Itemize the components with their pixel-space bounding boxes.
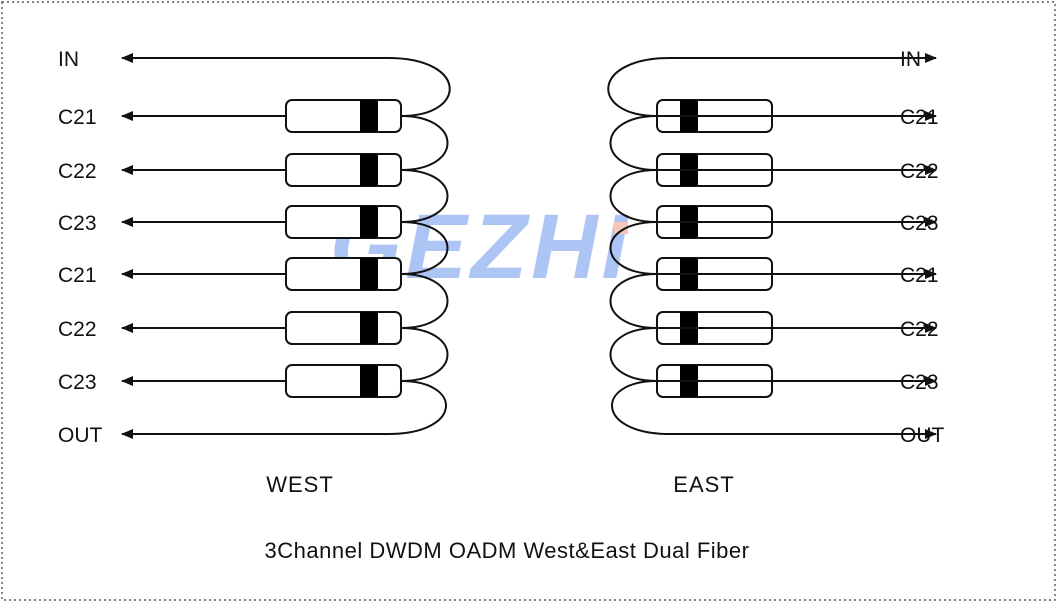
- west-filter-band-5: [360, 312, 378, 344]
- west-filter-5: [285, 311, 402, 345]
- west-filter-4: [285, 257, 402, 291]
- west-port-label-ch1: C21: [58, 106, 97, 129]
- diagram-caption: 3Channel DWDM OADM West&East Dual Fiber: [265, 538, 750, 563]
- west-in-curve: [387, 57, 451, 117]
- west-port-label-in: IN: [58, 48, 79, 71]
- west-port-label-ch2: C22: [58, 160, 97, 183]
- west-filter-1: [285, 99, 402, 133]
- west-filter-3: [285, 205, 402, 239]
- west-filter-band-3: [360, 206, 378, 238]
- watermark-accent: [614, 222, 628, 234]
- east-port-label-ch2: C22: [900, 160, 939, 183]
- west-port-label-ch5: C22: [58, 318, 97, 341]
- east-loop-5: [609, 327, 658, 382]
- west-filter-2: [285, 153, 402, 187]
- east-port-label-out: OUT: [900, 424, 945, 447]
- west-label: WEST: [266, 472, 334, 497]
- east-loop-2: [609, 169, 658, 223]
- east-label: EAST: [673, 472, 734, 497]
- west-out-curve: [387, 380, 447, 435]
- east-port-label-ch6: C23: [900, 371, 939, 394]
- west-filter-band-1: [360, 100, 378, 132]
- east-loop-1: [609, 115, 658, 171]
- east-out-curve: [611, 380, 671, 435]
- west-filter-band-4: [360, 258, 378, 290]
- east-port-label-ch5: C22: [900, 318, 939, 341]
- east-in-curve: [607, 57, 671, 117]
- west-port-label-ch6: C23: [58, 371, 97, 394]
- west-port-label-ch3: C23: [58, 212, 97, 235]
- west-loop-3: [400, 221, 449, 275]
- west-filter-band-2: [360, 154, 378, 186]
- east-port-label-ch4: C21: [900, 264, 939, 287]
- east-loop-3: [609, 221, 658, 275]
- west-filter-band-6: [360, 365, 378, 397]
- west-port-label-ch4: C21: [58, 264, 97, 287]
- east-loop-4: [609, 273, 658, 329]
- west-filter-6: [285, 364, 402, 398]
- east-port-label-in: IN: [900, 48, 921, 71]
- west-loop-4: [400, 273, 449, 329]
- east-port-label-ch1: C21: [900, 106, 939, 129]
- west-port-label-out: OUT: [58, 424, 103, 447]
- west-loop-2: [400, 169, 449, 223]
- west-loop-1: [400, 115, 449, 171]
- east-port-label-ch3: C23: [900, 212, 939, 235]
- west-loop-5: [400, 327, 449, 382]
